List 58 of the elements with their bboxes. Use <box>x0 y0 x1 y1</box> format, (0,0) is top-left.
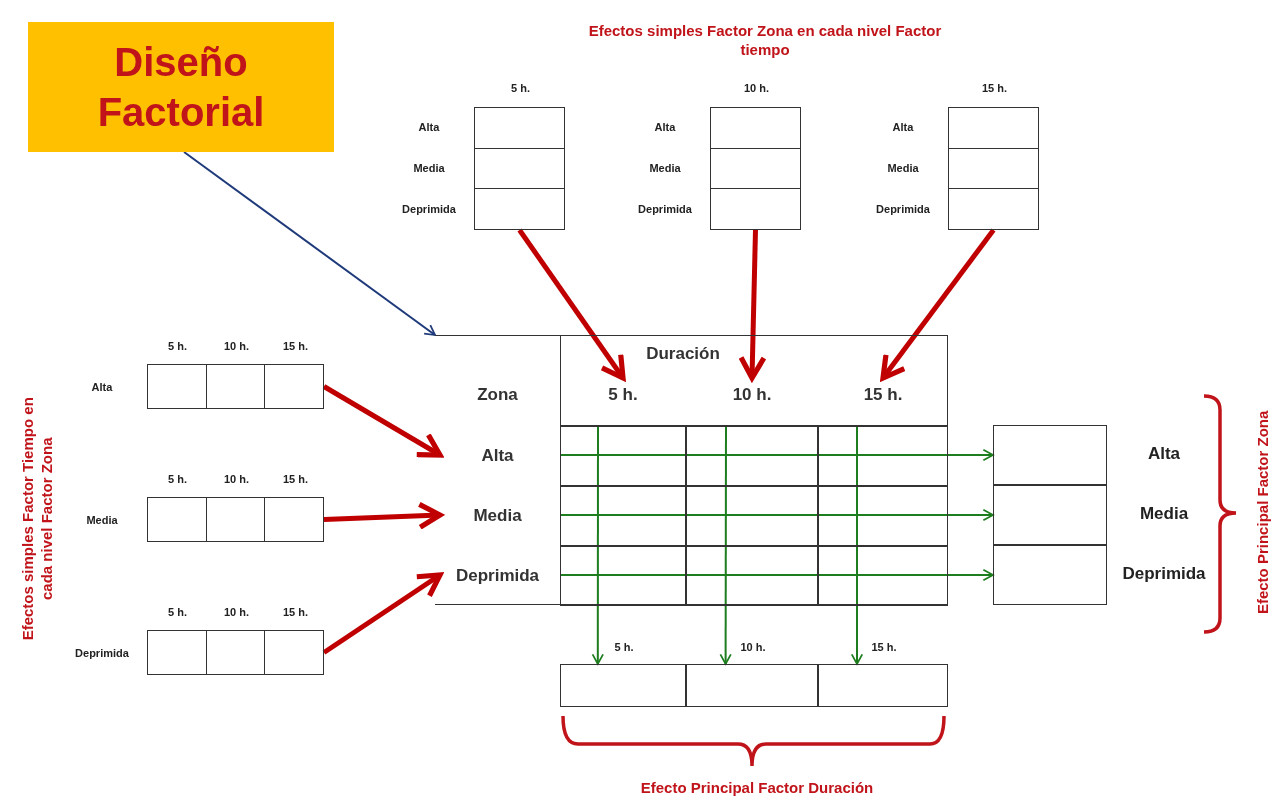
row-label: Media <box>648 162 682 174</box>
bracket-label: Efecto Principal Factor Zona <box>1253 409 1272 617</box>
row-label: Media <box>886 162 920 174</box>
column-header: 5 h. <box>560 379 686 411</box>
column-header: 5 h. <box>613 641 635 653</box>
column-header: 5 h. <box>167 473 188 485</box>
row-label: Deprimida <box>401 203 457 215</box>
column-header: 15 h. <box>281 606 310 618</box>
arrow <box>850 424 864 665</box>
column-header: 15 h. <box>818 379 948 411</box>
table <box>435 335 948 605</box>
row-label: Alta <box>90 381 114 393</box>
table-grid <box>560 426 948 606</box>
section-heading: Efectos simples Factor Tiempo en cada nivel Factor Zona <box>19 396 56 643</box>
column-header: 15 h. <box>281 473 310 485</box>
row-header: Deprimida <box>440 561 555 591</box>
row-label: Media <box>1138 504 1190 524</box>
arrow <box>322 572 443 655</box>
row-label: Media <box>85 514 119 526</box>
arrow <box>517 228 626 381</box>
arrow <box>183 151 436 336</box>
row-label: Alta <box>891 121 915 133</box>
row-header: Alta <box>440 441 555 471</box>
row-label: Alta <box>1146 444 1182 464</box>
column-header: 10 h. <box>742 82 771 94</box>
column-group-header: Duración <box>645 343 721 365</box>
row-group-header: Zona <box>476 384 519 406</box>
arrow <box>719 424 732 665</box>
bracket-label: Efecto Principal Factor Duración <box>639 779 875 798</box>
column-header: 10 h. <box>686 379 818 411</box>
column-header: 15 h. <box>281 340 310 352</box>
arrow <box>323 501 443 530</box>
column-header: 15 h. <box>980 82 1009 94</box>
arrow <box>591 424 604 665</box>
column-header: 5 h. <box>167 340 188 352</box>
arrow <box>738 229 767 381</box>
section-heading: Efectos simples Factor Zona en cada nivel Factor tiempo <box>587 22 943 60</box>
row-label: Deprimida <box>74 647 130 659</box>
arrow <box>559 508 994 522</box>
row-label: Deprimida <box>637 203 693 215</box>
column-header: 10 h. <box>739 641 767 653</box>
row-header: Media <box>440 501 555 531</box>
column-header: 10 h. <box>222 340 251 352</box>
row-label: Alta <box>417 121 441 133</box>
row-label: Alta <box>653 121 677 133</box>
row-label: Media <box>412 162 446 174</box>
column-header: 10 h. <box>222 473 251 485</box>
arrow <box>559 448 994 462</box>
row-label: Deprimida <box>875 203 931 215</box>
column-header: 5 h. <box>167 606 188 618</box>
column-header: 5 h. <box>510 82 531 94</box>
arrow <box>559 568 994 582</box>
arrow <box>880 228 996 381</box>
arrow <box>322 384 443 458</box>
column-header: 10 h. <box>222 606 251 618</box>
row-label: Deprimida <box>1121 564 1207 584</box>
title-box: Diseño Factorial <box>28 22 334 152</box>
column-header: 15 h. <box>870 641 898 653</box>
